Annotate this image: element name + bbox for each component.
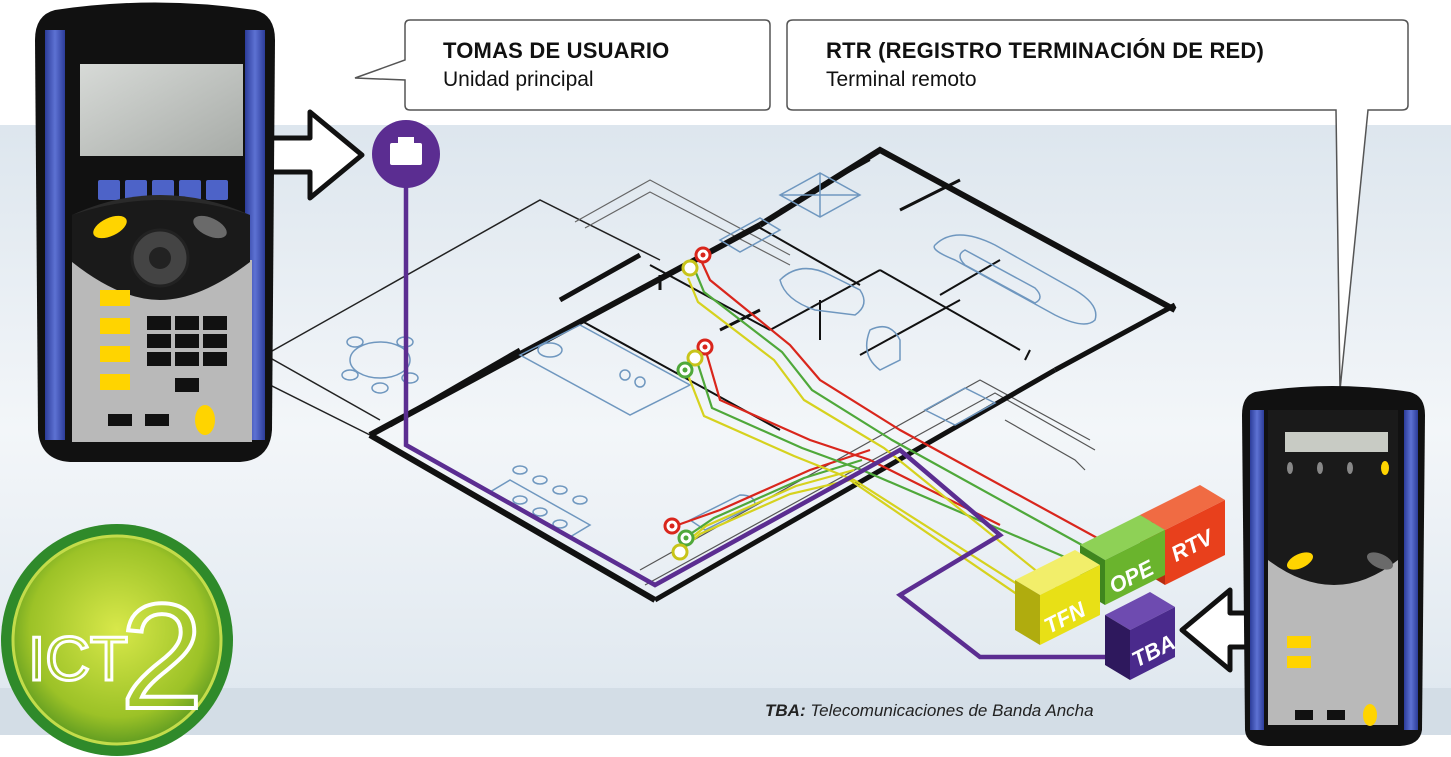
remote-unit-callout: RTR (REGISTRO TERMINACIÓN DE RED) Termin… (826, 38, 1264, 92)
tba-box (1105, 592, 1175, 680)
rj45-socket-icon (390, 137, 422, 165)
device-screen (80, 64, 243, 156)
callout-main-unit (354, 19, 771, 111)
tba-cable (403, 160, 1110, 660)
rtv-socket-icon (694, 246, 712, 264)
footnote: TBA: Telecomunicaciones de Banda Ancha (765, 701, 1094, 721)
rtv-socket-icon (663, 517, 681, 535)
tfn-box (1015, 550, 1100, 645)
callout-remote-unit (786, 19, 1409, 391)
logo-number: 2 (120, 572, 203, 740)
main-unit-callout: TOMAS DE USUARIO Unidad principal (443, 38, 669, 92)
table-icon (341, 336, 419, 394)
car-icon (933, 234, 1097, 325)
remote-screen (1285, 432, 1388, 452)
footnote-abbr: TBA: (765, 701, 806, 720)
tfn-socket-icon (671, 543, 689, 561)
ope-socket-icon (677, 529, 695, 547)
ope-socket-icon (676, 361, 694, 379)
tfn-socket-icon (681, 259, 699, 277)
logo-text: ICT (28, 625, 128, 694)
footnote-text: Telecomunicaciones de Banda Ancha (810, 701, 1094, 720)
user-socket (372, 120, 440, 188)
bed-icon (718, 217, 865, 316)
tfn-socket-icon (686, 349, 704, 367)
wall-sockets (663, 246, 714, 561)
remote-unit-subtitle: Terminal remoto (826, 68, 977, 91)
main-unit-subtitle: Unidad principal (443, 68, 594, 91)
remote-unit-device (1242, 386, 1425, 746)
rtv-socket-icon (696, 338, 714, 356)
remote-unit-title: RTR (REGISTRO TERMINACIÓN DE RED) (826, 38, 1265, 63)
main-unit-device (35, 2, 275, 462)
terminal-boxes (1015, 485, 1225, 680)
ict2-logo: ICT 2 (1, 524, 233, 756)
main-unit-title: TOMAS DE USUARIO (443, 38, 670, 63)
kitchen-icon (518, 324, 692, 416)
